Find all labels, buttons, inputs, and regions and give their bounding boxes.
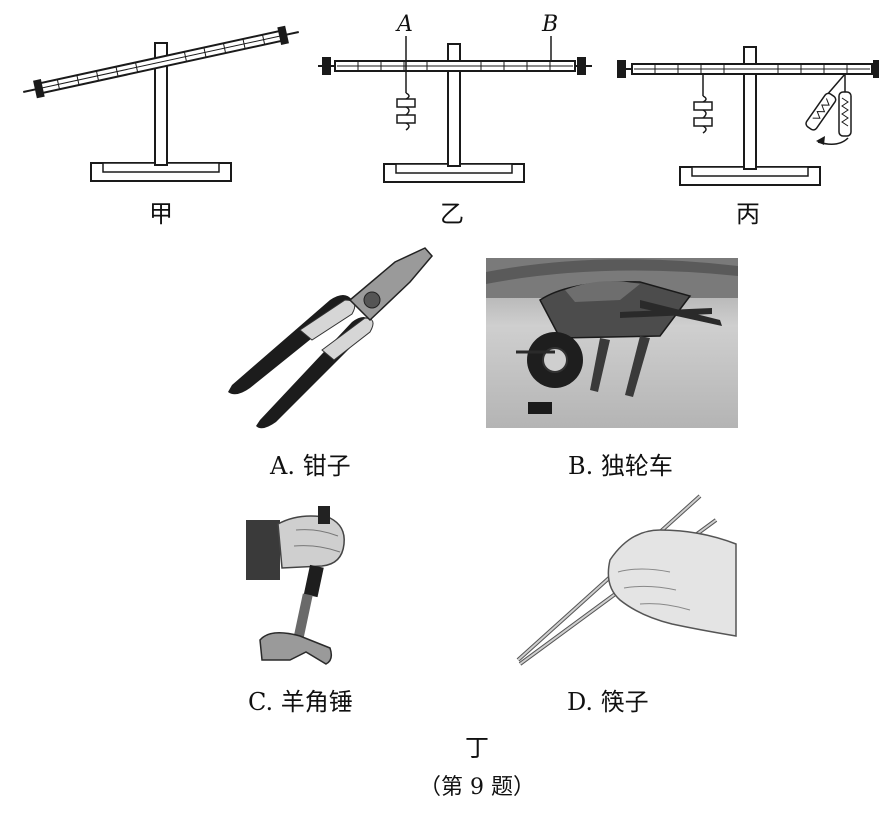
lever-bing-caption: 丙 [736, 200, 760, 228]
tool-d-label: D. 筷子 [567, 688, 649, 716]
lever-yi-caption: 乙 [440, 200, 464, 228]
tool-a-label: A. 钳子 [270, 452, 351, 480]
point-b-label: B [542, 12, 559, 37]
spring-scale-icon [805, 73, 852, 145]
tool-c-label: C. 羊角锤 [248, 688, 353, 716]
lever-jia-caption: 甲 [149, 200, 173, 228]
hook-weights-bing [693, 74, 713, 134]
hook-weights-yi [396, 92, 416, 131]
tool-b-label: B. 独轮车 [568, 452, 673, 480]
figure-caption: （第 9 题） [419, 775, 535, 800]
point-a-label: A [397, 12, 413, 37]
tools-group-caption: 丁 [465, 734, 489, 762]
